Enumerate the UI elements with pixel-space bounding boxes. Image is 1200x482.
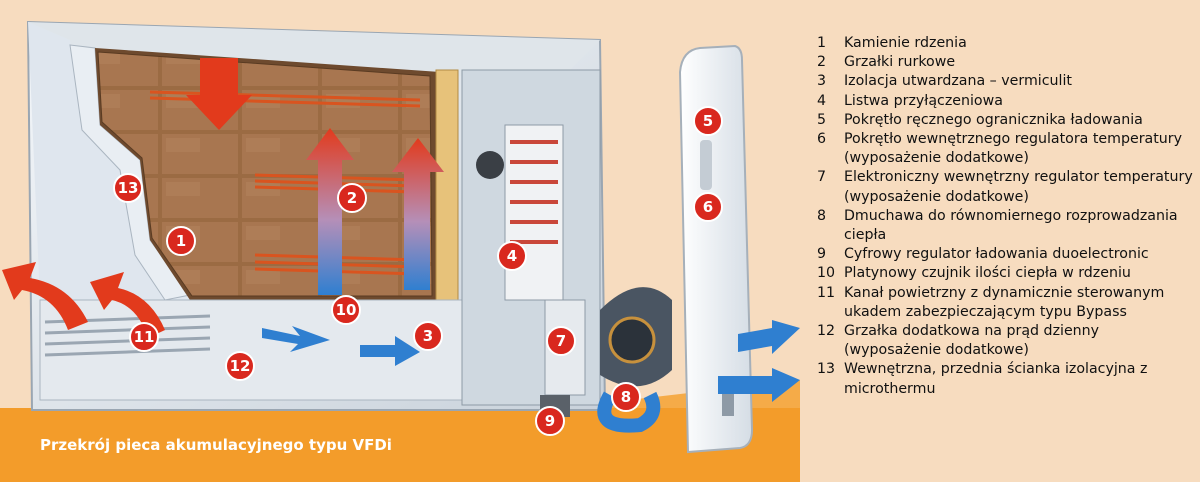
svg-text:5: 5: [703, 112, 713, 130]
legend-item: 4 Listwa przyłączeniowa: [817, 92, 1197, 111]
panel-slot: [700, 140, 712, 190]
legend-number: 4: [817, 92, 827, 109]
legend-number: 1: [817, 35, 827, 51]
legend-item: 5 Pokrętło ręcznego ogranicznika ładowani…: [817, 111, 1197, 130]
inflow-arrow-upper: [738, 320, 800, 354]
front-panel: [678, 44, 754, 454]
legend-item: 3 Izolacja utwardzana – vermiculit: [817, 72, 1197, 91]
diagram-caption: Przekrój pieca akumulacyjnego typu VFDi: [40, 436, 392, 454]
marker-5: 5: [693, 106, 723, 136]
legend-number: 8: [817, 207, 827, 224]
svg-text:1: 1: [176, 232, 186, 250]
blower-fan: [608, 316, 656, 364]
legend-number: 2: [817, 54, 827, 71]
terminal-strip: [504, 124, 564, 301]
marker-11: 11: [129, 322, 159, 352]
legend-text: Dmuchawa do równomiernego rozprowadzania…: [844, 207, 1178, 244]
marker-4: 4: [497, 241, 527, 271]
legend-text: Grzałki rurkowe: [844, 54, 956, 71]
legend-item: 8 Dmuchawa do równomiernego rozprowadzani…: [817, 207, 1197, 245]
top-down-arrow: [186, 58, 252, 130]
marker-8: 8: [611, 382, 641, 412]
blower-loop-arrow: [597, 391, 661, 433]
marker-6: 6: [693, 192, 723, 222]
marker-3: 3: [413, 321, 443, 351]
legend-item: 9 Cyfrowy regulator ładowania duoelectron…: [817, 245, 1197, 264]
limiter-knob: [476, 151, 504, 179]
svg-text:12: 12: [230, 357, 251, 375]
marker-12: 12: [225, 351, 255, 381]
legend-number: 6: [817, 131, 827, 148]
outflow-arrow-left: [2, 262, 88, 330]
legend-item: 1 Kamienie rdzenia: [817, 34, 1197, 53]
air-column-arrow-right: [392, 138, 444, 290]
air-column-arrow-left: [306, 128, 354, 295]
marker-7: 7: [546, 326, 576, 356]
legend-text: Cyfrowy regulator ładowania duoelectroni…: [844, 246, 1149, 263]
legend-text: Kanał powietrzny z dynamicznie sterowany…: [844, 284, 1165, 320]
legend-number: 3: [817, 73, 827, 90]
svg-text:10: 10: [336, 301, 357, 319]
svg-text:2: 2: [347, 189, 357, 207]
legend-item: 11 Kanał powietrzny z dynamicznie sterowa…: [817, 284, 1197, 322]
legend-text: Grzałka dodatkowa na prąd dzienny (wypos…: [844, 323, 1100, 359]
outflow-arrow-right: [90, 272, 165, 338]
legend-text: Pokrętło wewnętrznego regulatora tempera…: [844, 131, 1183, 167]
terminal-contacts: [510, 140, 558, 244]
svg-text:9: 9: [545, 412, 555, 430]
marker-9: 9: [535, 406, 565, 436]
legend-text: Elektroniczny wewnętrzny regulator tempe…: [844, 169, 1193, 205]
svg-text:7: 7: [556, 332, 566, 350]
heater-cutaway-diagram: 1 2 3 4 5 6 7 8 9 10 11 12: [0, 20, 800, 482]
svg-text:6: 6: [703, 198, 713, 216]
marker-2: 2: [337, 183, 367, 213]
legend-item: 12 Grzałka dodatkowa na prąd dzienny (wyp…: [817, 322, 1197, 360]
legend-item: 2 Grzałki rurkowe: [817, 53, 1197, 72]
svg-text:11: 11: [134, 328, 155, 346]
marker-13: 13: [113, 173, 143, 203]
legend-item: 6 Pokrętło wewnętrznego regulatora temper…: [817, 130, 1197, 168]
legend-number: 10: [817, 265, 836, 282]
legend-text: Listwa przyłączeniowa: [844, 92, 1003, 109]
legend-number: 9: [817, 246, 827, 263]
marker-10: 10: [331, 295, 361, 325]
svg-text:4: 4: [507, 247, 517, 265]
legend-text: Platynowy czujnik ilości ciepła w rdzeni…: [844, 265, 1131, 282]
floor-band: [0, 408, 800, 482]
inflow-arrow-lower: [718, 368, 800, 402]
svg-text:13: 13: [118, 179, 139, 197]
legend-item: 7 Elektroniczny wewnętrzny regulator temp…: [817, 168, 1197, 206]
legend-number: 13: [817, 361, 836, 378]
panel-switch: [722, 392, 734, 416]
marker-1: 1: [166, 226, 196, 256]
legend-number: 5: [817, 111, 827, 128]
svg-text:3: 3: [423, 327, 433, 345]
casing-top: [28, 22, 600, 80]
legend-text: Wewnętrzna, przednia ścianka izolacyjna …: [844, 361, 1148, 397]
legend-item: 13 Wewnętrzna, przednia ścianka izolacyjn…: [817, 360, 1197, 398]
legend-number: 7: [817, 169, 827, 186]
legend-text: Pokrętło ręcznego ogranicznika ładowania: [844, 111, 1143, 128]
legend-text: Izolacja utwardzana – vermiculit: [844, 73, 1072, 90]
legend-number: 11: [817, 284, 836, 301]
blue-flow-arrows-bottom: [262, 326, 420, 366]
legend-number: 12: [817, 323, 836, 340]
svg-text:8: 8: [621, 388, 631, 406]
legend-text: Kamienie rdzenia: [844, 35, 967, 51]
legend-item: 10 Platynowy czujnik ilości ciepła w rdze…: [817, 264, 1197, 283]
legend-list: 1 Kamienie rdzenia 2 Grzałki rurkowe 3 Izol…: [817, 34, 1197, 399]
